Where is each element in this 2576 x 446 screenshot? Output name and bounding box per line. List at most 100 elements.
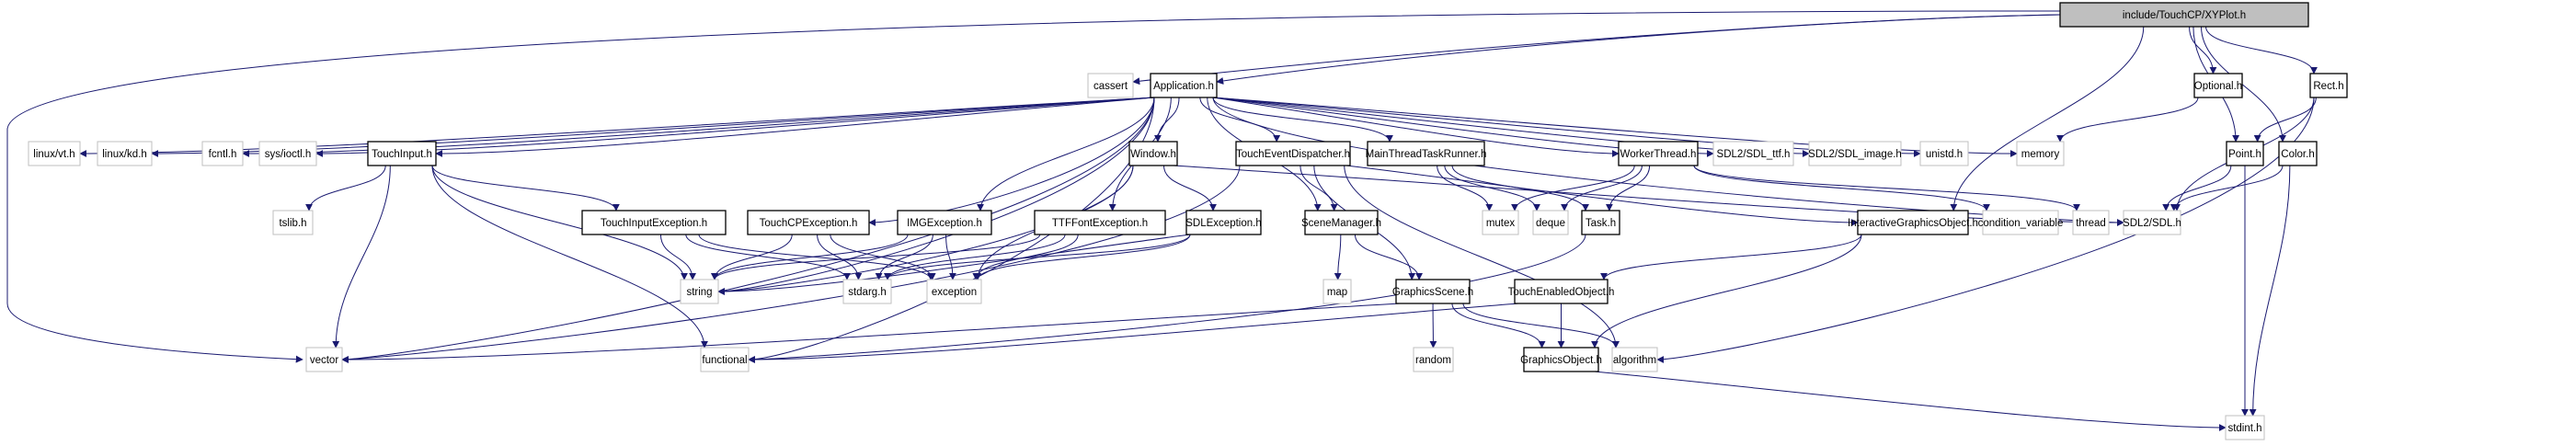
node-string: string — [680, 279, 719, 304]
edge-application-to-linuxkd — [151, 97, 1155, 157]
edge-line — [1693, 165, 1990, 212]
node-label: SDL2/SDL.h — [2123, 218, 2181, 229]
node-label: random — [1415, 355, 1451, 366]
edge-line — [685, 234, 851, 280]
edge-graphicsscene-to-algorithm — [1462, 303, 1620, 349]
edge-application-to-toucheventdispatcher — [1199, 97, 1281, 143]
edge-line — [711, 234, 909, 280]
edge-xyplot-to-interactivegraphicsobject — [1950, 26, 2145, 212]
node-graphicsobject-h[interactable]: GraphicsObject.h — [1520, 347, 1602, 372]
node-label: Point.h — [2228, 149, 2261, 160]
node-sys-ioctl-h: sys/ioctl.h — [258, 141, 317, 166]
edge-graphicsscene-to-graphicsobject — [1451, 303, 1546, 349]
edge-application-to-mainthreadtaskrunner — [1212, 97, 1393, 143]
edge-line — [6, 10, 2061, 363]
node-ttffontexception-h[interactable]: TTFFontException.h — [1034, 210, 1166, 235]
edge-line — [1950, 26, 2145, 212]
node-touchenabledobject-h[interactable]: TouchEnabledObject.h — [1508, 279, 1615, 304]
node-box — [1087, 73, 1134, 98]
node-workerthread-h[interactable]: WorkerThread.h — [1618, 141, 1699, 166]
edge-mainthreadtaskrunner-to-deque — [1444, 165, 1540, 212]
edge-line — [1591, 234, 1862, 349]
node-box — [1919, 141, 1969, 166]
node-touchinput-h[interactable]: TouchInput.h — [367, 141, 437, 166]
node-box — [97, 141, 153, 166]
node-application-h[interactable]: Application.h — [1150, 73, 1218, 98]
edge-sdlexception-to-exception — [974, 234, 1191, 280]
edge-line — [435, 97, 1155, 157]
node-box — [2226, 141, 2264, 166]
node-label: SDL2/SDL_image.h — [1808, 149, 1902, 160]
node-task-h[interactable]: Task.h — [1581, 210, 1620, 235]
edge-line — [2189, 26, 2217, 74]
node-toucheventdispatcher-h[interactable]: TouchEventDispatcher.h — [1235, 141, 1351, 166]
node-interactivegraphicsobject-h[interactable]: InteractiveGraphicsObject.h — [1848, 210, 1978, 235]
node-label: SceneManager.h — [1301, 218, 1381, 229]
edge-application-to-vector — [341, 97, 1155, 363]
node-box — [272, 210, 314, 235]
edge-application-to-linuxvt — [79, 97, 1155, 157]
node-optional-h[interactable]: Optional.h — [2193, 73, 2243, 98]
node-mainthreadtaskrunner-h[interactable]: MainThreadTaskRunner.h — [1366, 141, 1487, 166]
edge-application-to-imgexception — [977, 97, 1155, 212]
edge-mainthreadtaskrunner-to-mutex — [1437, 165, 1494, 212]
edge-workerthread-to-conditionvariable — [1693, 165, 1990, 212]
edge-touchinputexception-to-stdarg — [685, 234, 851, 280]
node-label: thread — [2076, 218, 2106, 229]
edge-graphicsobject-to-stdint — [1594, 371, 2227, 431]
edge-line — [151, 97, 1155, 157]
edge-line — [1199, 97, 1281, 143]
node-touchinputexception-h[interactable]: TouchInputException.h — [581, 210, 727, 235]
edge-line — [1132, 14, 2061, 86]
edge-imgexception-to-exception — [945, 234, 956, 280]
edge-line — [341, 97, 1155, 363]
node-box — [700, 347, 750, 372]
node-scenemanager-h[interactable]: SceneManager.h — [1301, 210, 1381, 235]
edge-touchinput-to-tslib — [305, 165, 386, 212]
node-box — [1523, 347, 1599, 372]
edge-xyplot-to-optional — [2189, 26, 2217, 74]
edge-line — [2162, 165, 2232, 212]
node-label: exception — [932, 287, 977, 298]
edge-line — [748, 234, 1586, 363]
edge-sdlexception-to-string — [717, 234, 1191, 295]
node-label: stdint.h — [2227, 423, 2261, 434]
edge-line — [1561, 165, 1643, 212]
node-imgexception-h[interactable]: IMGException.h — [897, 210, 992, 235]
edge-line — [977, 97, 1155, 212]
edge-line — [2205, 26, 2318, 74]
node-label: MainThreadTaskRunner.h — [1366, 149, 1487, 160]
edge-touchinput-to-string — [431, 165, 688, 280]
edge-toucheventdispatcher-to-algorithm — [1344, 165, 1620, 349]
node-box — [1150, 73, 1218, 98]
node-color-h[interactable]: Color.h — [2278, 141, 2318, 166]
edge-touchcpexception-to-string — [711, 234, 793, 280]
node-label: TTFFontException.h — [1052, 218, 1148, 229]
node-box — [897, 210, 992, 235]
node-label: TouchInput.h — [372, 149, 432, 160]
node-label: memory — [2021, 149, 2060, 160]
edge-line — [884, 234, 1066, 280]
edge-task-to-functional — [748, 234, 1586, 363]
node-window-h[interactable]: Window.h — [1128, 141, 1178, 166]
node-box — [1034, 210, 1166, 235]
edge-toucheventdispatcher-to-interactivegraphicsobject — [1345, 165, 1859, 226]
node-sdlexception-h[interactable]: SDLException.h — [1185, 210, 1262, 235]
node-rect-h[interactable]: Rect.h — [2309, 73, 2348, 98]
node-label: tslib.h — [279, 218, 306, 229]
node-condition-variable: condition_variable — [1978, 210, 2063, 235]
edge-imgexception-to-stdarg — [875, 234, 933, 280]
edge-line — [1345, 165, 1859, 226]
node-graphicsscene-h[interactable]: GraphicsScene.h — [1392, 279, 1473, 304]
edge-line — [1216, 14, 2061, 85]
node-include-touchcp-xyplot-h[interactable]: include/TouchCP/XYPlot.h — [2059, 2, 2309, 28]
edge-line — [1605, 165, 1651, 212]
node-point-h[interactable]: Point.h — [2226, 141, 2264, 166]
edge-scenemanager-to-graphicsscene — [1354, 234, 1424, 280]
node-label: mutex — [1486, 218, 1516, 229]
edge-line — [242, 97, 1155, 157]
node-touchcpexception-h[interactable]: TouchCPException.h — [747, 210, 870, 235]
node-box — [1532, 210, 1569, 235]
edge-line — [711, 234, 1041, 280]
node-label: TouchEnabledObject.h — [1508, 287, 1615, 298]
